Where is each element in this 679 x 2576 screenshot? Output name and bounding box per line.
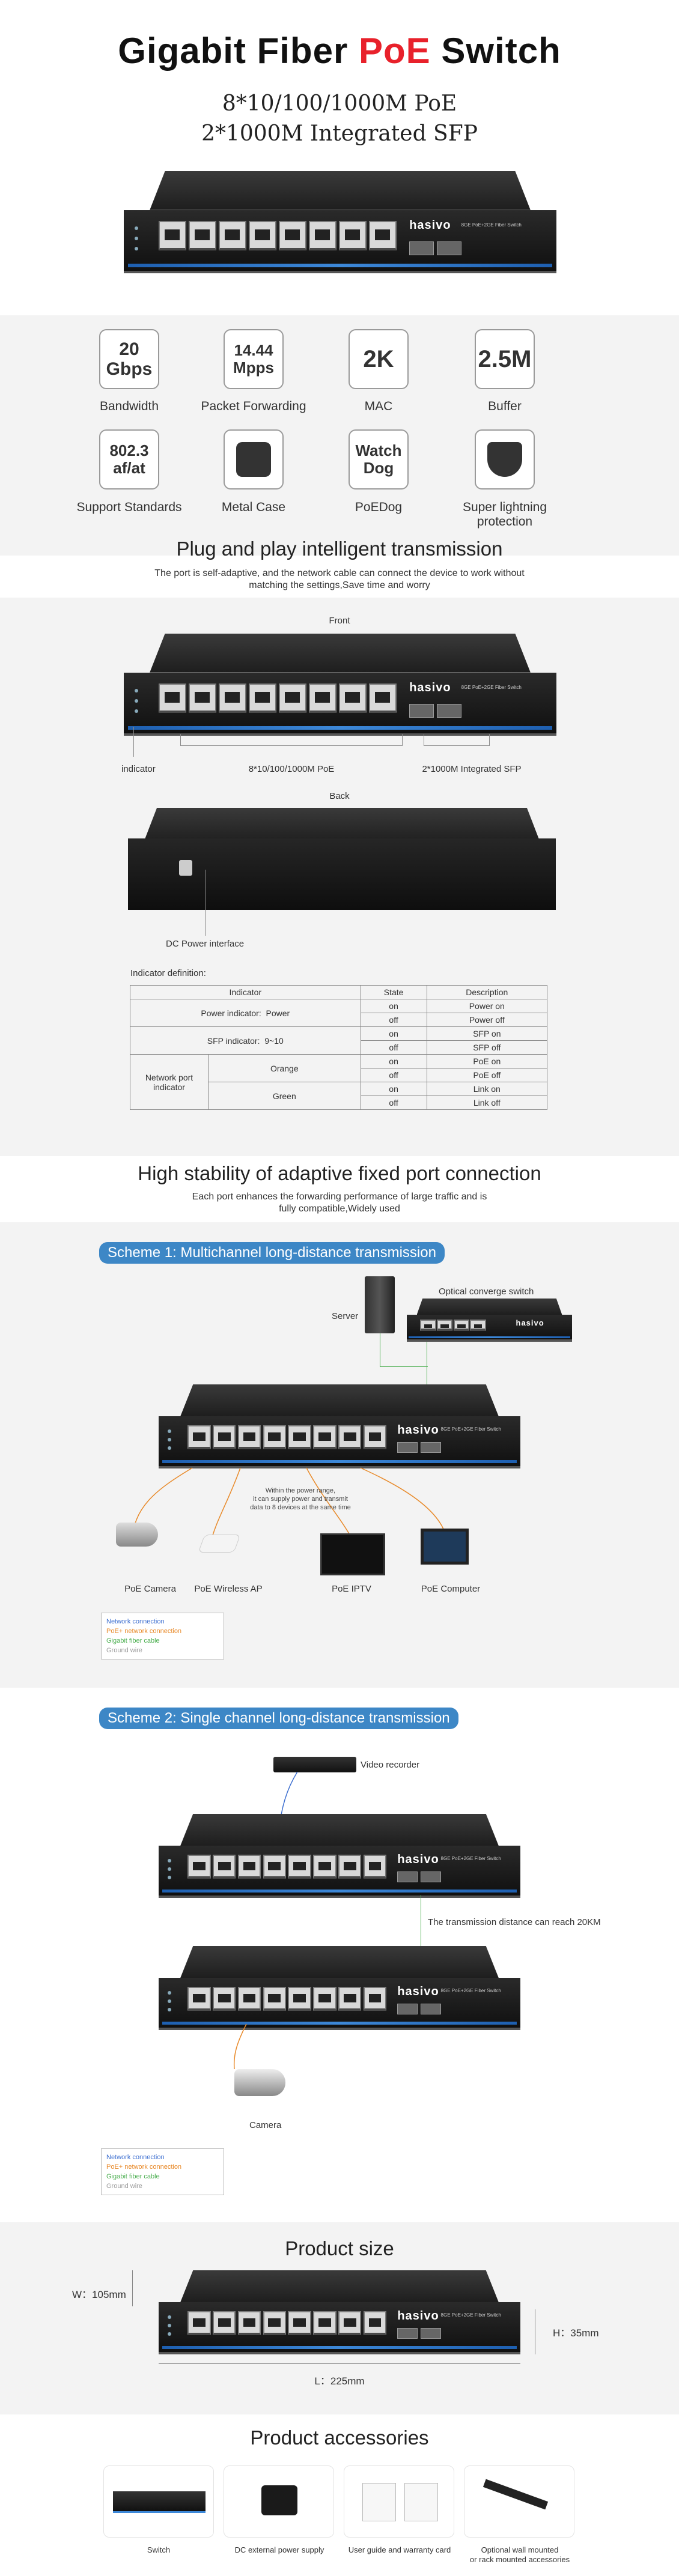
feature-label-6: PoEDog	[355, 500, 403, 514]
feature-label-1: Packet Forwarding	[201, 399, 306, 413]
indicator-label: indicator	[121, 764, 156, 774]
device-label-computer: PoE Computer	[421, 1584, 481, 1594]
camera-link	[233, 2024, 247, 2069]
dc-port-icon	[179, 859, 193, 876]
length-dim-line	[159, 2363, 520, 2364]
poe-note: Within the power range, it can supply po…	[250, 1487, 351, 1511]
feature-icon-3: 2.5M	[475, 329, 535, 389]
length-label: L：225mm	[314, 2375, 365, 2387]
server-label: Server	[332, 1311, 359, 1321]
lightning-shield-icon	[487, 442, 522, 477]
stability-desc-2: fully compatible,Widely used	[279, 1204, 400, 1214]
feature-label-2: MAC	[364, 399, 393, 413]
accessory-mount-card	[464, 2465, 574, 2538]
sfp-bracket	[424, 734, 490, 746]
accessory-label-mount-2: or rack mounted accessories	[469, 2555, 570, 2564]
server-link-line-h	[380, 1366, 428, 1367]
width-dim-line	[132, 2270, 133, 2306]
plug-title: Plug and play intelligent transmission	[176, 538, 503, 560]
subtitle-poe: 8*10/100/1000M PoE	[222, 91, 457, 116]
indicator-table: Indicator State Description Power indica…	[130, 985, 548, 1110]
feature-label-4: Support Standards	[76, 500, 182, 514]
warranty-card-icon	[404, 2483, 438, 2521]
hero-section: Gigabit Fiber PoE Switch 8*10/100/1000M …	[0, 0, 679, 312]
dc-callout-line	[205, 870, 206, 936]
accessory-guide-card	[344, 2465, 454, 2538]
converge-switch-image: hasivo	[407, 1299, 572, 1342]
wireless-ap-icon	[198, 1535, 241, 1553]
feature-label-0: Bandwidth	[99, 399, 159, 413]
feature-icon-1: 14.44 Mpps	[224, 329, 284, 389]
plug-desc-1: The port is self-adaptive, and the netwo…	[154, 568, 525, 578]
feature-icon-2: 2K	[349, 329, 409, 389]
feature-label-3: Buffer	[488, 399, 522, 413]
switch-image-hero: hasivo 8GE PoE+2GE Fiber Switch	[124, 171, 556, 273]
camera-label: Camera	[249, 2120, 282, 2130]
plug-desc-2: matching the settings,Save time and worr…	[249, 580, 430, 590]
indicator-definition-label: Indicator definition:	[130, 968, 206, 978]
page-title: Gigabit Fiber PoE Switch	[118, 31, 561, 71]
computer-icon	[421, 1529, 469, 1565]
user-guide-icon	[362, 2483, 396, 2521]
stability-desc-1: Each port enhances the forwarding perfor…	[192, 1192, 487, 1202]
device-label-iptv: PoE IPTV	[332, 1584, 371, 1594]
front-label: Front	[329, 616, 350, 626]
video-recorder-icon	[273, 1757, 356, 1772]
legend-scheme1: Network connection PoE+ network connecti…	[101, 1613, 224, 1659]
accessory-label-mount-1: Optional wall mounted	[481, 2545, 559, 2554]
metal-case-icon	[236, 442, 271, 477]
device-label-camera: PoE Camera	[124, 1584, 176, 1594]
switch-image-scheme2-top: hasivo 8GE PoE+2GE Fiber Switch	[159, 1814, 520, 1898]
accessory-switch-card	[103, 2465, 214, 2538]
scheme2-tag: Scheme 2: Single channel long-distance t…	[99, 1708, 458, 1729]
feature-icon-5	[224, 429, 284, 489]
sfp-ports-label: 2*1000M Integrated SFP	[422, 764, 522, 774]
distance-label: The transmission distance can reach 20KM	[428, 1917, 601, 1927]
feature-icon-4: 802.3 af/at	[99, 429, 159, 489]
accessories-title: Product accessories	[250, 2426, 429, 2449]
feature-icon-0: 20 Gbps	[99, 329, 159, 389]
camera-icon	[234, 2069, 285, 2096]
power-adapter-icon	[261, 2485, 297, 2515]
switch-image-front: hasivo 8GE PoE+2GE Fiber Switch	[124, 634, 556, 736]
poe-camera-icon	[116, 1523, 158, 1547]
legend-scheme2: Network connection PoE+ network connecti…	[101, 2148, 224, 2195]
back-label: Back	[329, 791, 350, 801]
feature-label-7: Super lightning protection	[462, 500, 547, 529]
converge-label: Optical converge switch	[439, 1286, 534, 1297]
accessory-label-guide: User guide and warranty card	[348, 2545, 451, 2554]
accessory-label-switch: Switch	[147, 2545, 171, 2554]
height-label: H：35mm	[553, 2327, 599, 2339]
poe-ports-label: 8*10/100/1000M PoE	[248, 764, 335, 774]
size-title: Product size	[285, 2237, 394, 2259]
feature-icon-6: Watch Dog	[349, 429, 409, 489]
dc-power-label: DC Power interface	[166, 939, 245, 949]
switch-image-scheme1: hasivo 8GE PoE+2GE Fiber Switch	[159, 1384, 520, 1468]
accessory-label-power: DC external power supply	[234, 2545, 324, 2554]
switch-image-size: hasivo 8GE PoE+2GE Fiber Switch	[159, 2270, 520, 2354]
switch-back-image	[128, 808, 556, 910]
server-icon	[365, 1276, 395, 1333]
poe-bracket	[180, 734, 403, 746]
device-label-ap: PoE Wireless AP	[194, 1584, 263, 1594]
feature-icon-7	[475, 429, 535, 489]
recorder-label: Video recorder	[361, 1760, 420, 1770]
feature-label-5: Metal Case	[221, 500, 286, 514]
accessory-power-card	[224, 2465, 334, 2538]
scheme1-tag: Scheme 1: Multichannel long-distance tra…	[99, 1242, 445, 1264]
width-label: W：105mm	[72, 2289, 126, 2300]
subtitle-sfp: 2*1000M Integrated SFP	[201, 121, 478, 146]
mounting-bracket-icon	[483, 2479, 549, 2510]
stability-title: High stability of adaptive fixed port co…	[138, 1162, 541, 1184]
indicator-callout	[133, 727, 134, 757]
switch-image-scheme2-bottom: hasivo 8GE PoE+2GE Fiber Switch	[159, 1946, 520, 2030]
iptv-icon	[320, 1533, 385, 1575]
